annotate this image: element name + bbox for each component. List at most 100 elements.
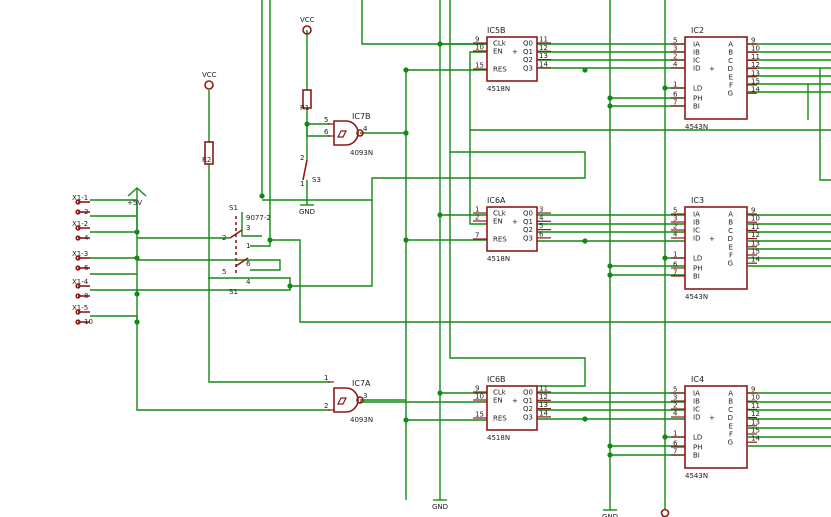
ic6b-name: IC6B <box>487 375 506 384</box>
ic3-pin-label: F <box>729 252 733 260</box>
ic4-pin-number: 14 <box>751 435 760 443</box>
ic3-pin-label: IC <box>693 227 700 235</box>
ic2-name: IC2 <box>691 26 704 35</box>
x1-pin-dot <box>75 319 81 325</box>
junction-dot <box>267 237 273 243</box>
ic2-pin-number: 1 <box>673 81 677 89</box>
ic5b-pin-number: 9 <box>475 36 479 44</box>
s1-pin-number: 1 <box>246 242 250 250</box>
s1-pin-number: 2 <box>222 234 226 242</box>
ic5b-type: 4518N <box>487 85 510 93</box>
ic7b-type: 4093N <box>350 149 373 157</box>
wire <box>90 315 138 322</box>
ic6b-pin-number: 9 <box>475 385 479 393</box>
s1-name: S1 <box>229 204 238 212</box>
ic6b-pin-label: CLk <box>493 389 507 397</box>
ic2-pin-number: 11 <box>751 53 760 61</box>
vcc-icon <box>204 80 214 90</box>
ic6b-pin-label: Q3 <box>523 413 533 421</box>
gnd-label: GND <box>602 513 618 517</box>
x1-pin-number: 8 <box>84 292 88 300</box>
wire <box>137 259 281 271</box>
ic3-pin-label: IB <box>693 219 700 227</box>
junction-dot <box>287 283 293 289</box>
ic2-pin-number: 3 <box>673 45 677 53</box>
x1-pin-number: 6 <box>84 264 89 272</box>
ic6b-plus: + <box>512 397 518 405</box>
r2-body <box>204 141 214 165</box>
x1-label: X1-5 <box>72 304 88 312</box>
ic4-pin-label: LD <box>693 434 702 442</box>
ic7b-pin-number: 4 <box>363 125 368 133</box>
ic7b-name: IC7B <box>352 112 371 121</box>
junction-dot <box>662 255 668 261</box>
ic3-pin-label: E <box>729 243 733 251</box>
ic5b-pin-number: 12 <box>539 44 548 52</box>
junction-dot <box>582 67 588 73</box>
ic6a-pin-label: Q2 <box>523 226 533 234</box>
ic2-pin-label: E <box>729 73 733 81</box>
wire <box>290 200 373 287</box>
ic6a-pin-number: 7 <box>475 232 479 240</box>
ic2-pin-number: 2 <box>673 53 677 61</box>
ic2-pin-number: 13 <box>751 69 760 77</box>
ic7a-name: IC7A <box>352 379 371 388</box>
ic6a-pin-number: 2 <box>475 214 479 222</box>
ic3-pin-number: 12 <box>751 231 760 239</box>
ic6a-pin-number: 4 <box>539 214 544 222</box>
ic7a-pin-number: 2 <box>324 402 328 410</box>
r1-name: R1 <box>300 104 309 112</box>
ic6b-pin-label: EN <box>493 397 503 405</box>
ic7a-schmitt-icon <box>337 397 347 405</box>
s1-type: 9077-2 <box>246 214 271 222</box>
ic2-pin-label: A <box>728 41 733 49</box>
ic3-pin-number: 11 <box>751 223 760 231</box>
ic5b-pin-label: Q1 <box>523 48 533 56</box>
wire <box>270 239 831 323</box>
ic6b-pin-label: Q0 <box>523 389 533 397</box>
ic2-pin-label: G <box>728 90 733 98</box>
ic2-pin-label: D <box>728 65 733 73</box>
junction-dot <box>403 130 409 136</box>
junction-dot <box>304 121 310 127</box>
vcc-label: VCC <box>300 16 315 24</box>
ic5b-pin-number: 14 <box>539 60 548 68</box>
x1-label: X1-4 <box>72 278 89 286</box>
ic5b-plus: + <box>512 48 518 56</box>
ic6a-pin-label: Q0 <box>523 210 533 218</box>
ic5b-pin-number: 13 <box>539 52 548 60</box>
junction-dot <box>607 95 613 101</box>
ic5b-pin-number: 11 <box>539 36 548 44</box>
ic6b-pin-number: 14 <box>539 409 548 417</box>
ic6b-pin-label: Q2 <box>523 405 533 413</box>
ic4-pin-number: 6 <box>673 440 678 448</box>
plus5v-label: +5V <box>127 199 142 207</box>
ic2-pin-number: 4 <box>673 61 678 69</box>
ic3-pin-number: 2 <box>673 223 677 231</box>
ic4-pin-label: A <box>728 390 733 398</box>
s1-pin-number: 3 <box>246 224 250 232</box>
x1-pin-dot <box>75 265 81 271</box>
x1-pin-dot <box>75 293 81 299</box>
ic5b-pin-label: EN <box>493 48 503 56</box>
ic4-pin-number: 7 <box>673 448 677 456</box>
wire <box>137 277 291 291</box>
ic4-pin-number: 11 <box>751 402 760 410</box>
s1-contact-bottom <box>235 257 249 267</box>
ic2-pin-label: IA <box>693 41 700 49</box>
junction-dot <box>437 390 443 396</box>
ic6a-pin-label: CLk <box>493 210 507 218</box>
ic7b-schmitt-icon <box>337 130 347 138</box>
ic2-pin-label: B <box>728 49 733 57</box>
ic6b-pin-number: 10 <box>475 393 484 401</box>
ic2-pin-label: F <box>729 82 733 90</box>
ic7a-bubble <box>356 396 364 404</box>
ic2-pin-number: 5 <box>673 37 677 45</box>
s1-name-bottom: S1 <box>229 288 238 296</box>
ic2-pin-number: 15 <box>751 78 760 86</box>
junction-dot <box>582 238 588 244</box>
junction-dot <box>607 103 613 109</box>
ic3-pin-number: 6 <box>673 261 678 269</box>
r2-name: R2 <box>202 156 211 164</box>
